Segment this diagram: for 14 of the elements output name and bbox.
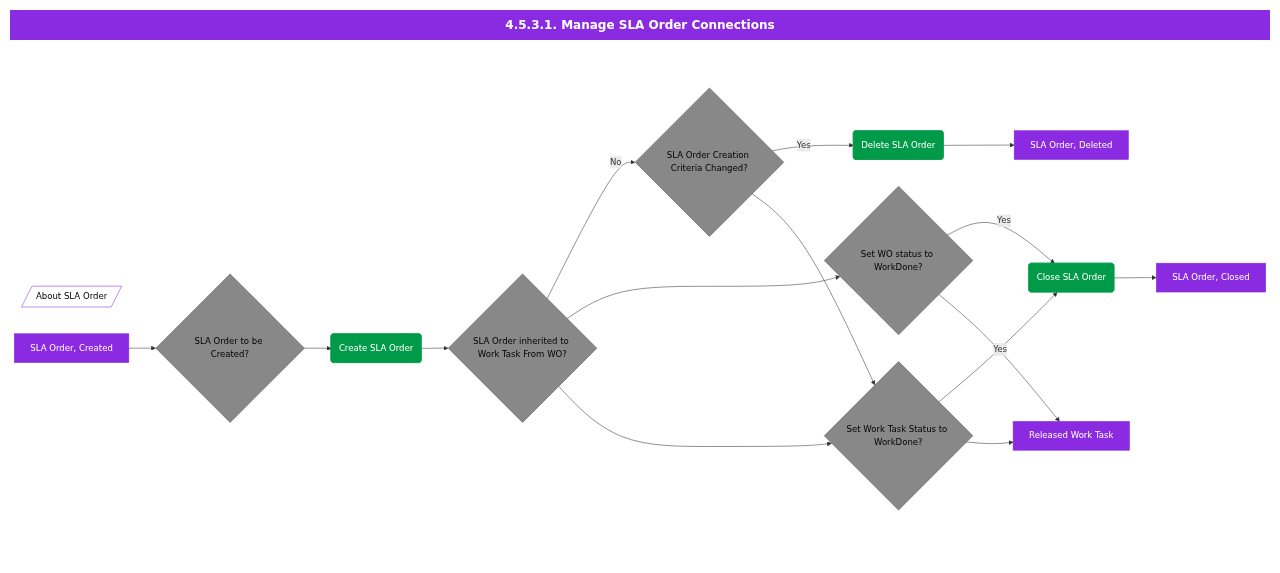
node-box: SLA Order, Created [14,333,130,363]
node-diamond: SLA Order Creation Criteria Changed? [634,87,784,237]
edge-label: Yes [997,215,1011,226]
node-diamond: Set Work Task Status to WorkDone? [824,361,974,511]
node-box: SLA Order, Deleted [1013,130,1129,160]
node-diamond: Set WO status to WorkDone? [824,185,974,336]
diagram-title: 4.5.3.1. Manage SLA Order Connections [10,10,1270,40]
node-box: SLA Order, Closed [1156,262,1266,293]
node-diamond: SLA Order inherited to Work Task From WO? [448,273,598,423]
node-box: Released Work Task [1012,421,1130,451]
edge-label: Yes [993,344,1007,355]
edge-label: Yes [796,139,811,150]
edge-label: No [609,156,622,167]
node-diamond: SLA Order to be Created? [155,273,305,423]
